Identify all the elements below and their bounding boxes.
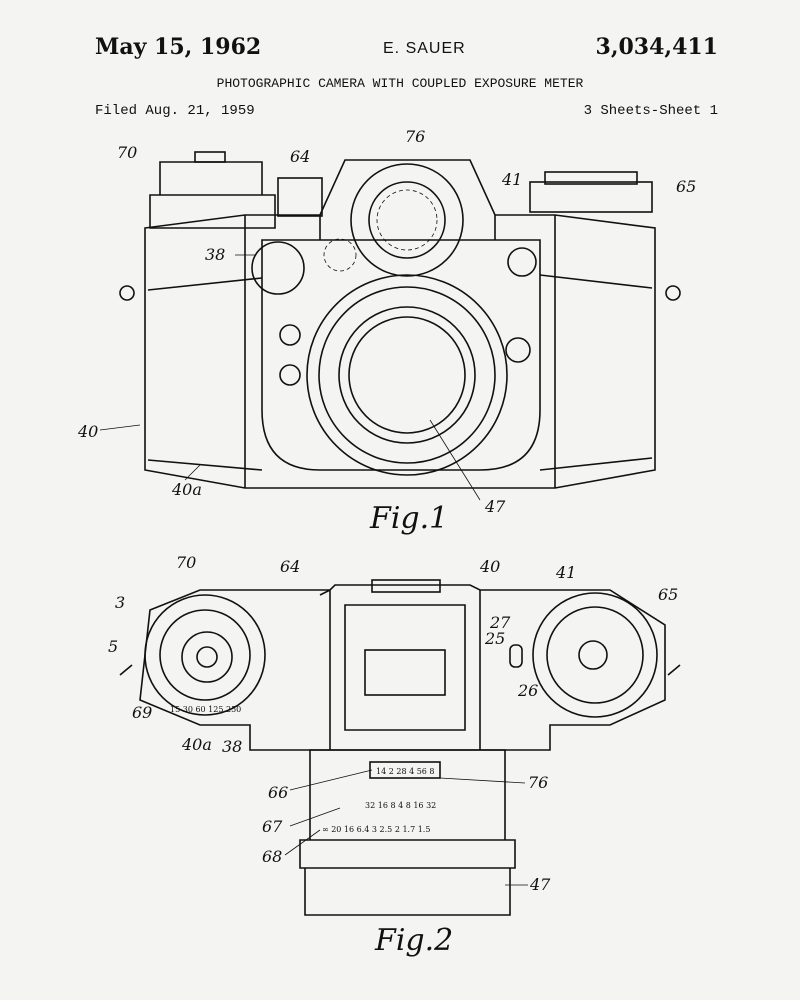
- fig2-label-64: 64: [280, 557, 300, 576]
- fig2-label-70: 70: [176, 553, 196, 572]
- inventor-name: E. SAUER: [383, 40, 466, 57]
- meter-scale: 14 2 28 4 56 8: [376, 767, 435, 776]
- fig2-label-3: 3: [115, 593, 125, 612]
- fig2-label-5: 5: [108, 637, 118, 656]
- fig2-label-76: 76: [528, 773, 548, 792]
- fig1-label-65: 65: [676, 177, 696, 196]
- fig2-label-26: 26: [517, 681, 538, 700]
- fig2-label-40: 40: [479, 557, 500, 576]
- fig1-label-70: 70: [117, 143, 137, 162]
- figure-1-front-view: 70 64 76 41 65 38 40 40a 47 Fig.1: [77, 127, 696, 536]
- fig2-label-68: 68: [262, 847, 282, 866]
- fig2-label-65: 65: [658, 585, 678, 604]
- patent-title: PHOTOGRAPHIC CAMERA WITH COUPLED EXPOSUR…: [216, 76, 584, 91]
- sheet-number: 3 Sheets-Sheet 1: [583, 103, 718, 119]
- fig1-label-38: 38: [205, 245, 225, 264]
- fig2-caption: Fig.2: [374, 923, 453, 958]
- filed-date: Filed Aug. 21, 1959: [95, 103, 255, 119]
- fig2-label-25: 25: [484, 629, 505, 648]
- fig1-label-64: 64: [290, 147, 310, 166]
- figure-2-top-view: 14 2 28 4 56 8 32 16 8 4 8 16 32 ∞ 20 16…: [108, 553, 681, 958]
- fig2-label-40a: 40a: [181, 735, 212, 754]
- fig2-label-69: 69: [132, 703, 152, 722]
- fig2-label-38: 38: [222, 737, 242, 756]
- patent-number: 3,034,411: [595, 34, 718, 60]
- fig1-caption: Fig.1: [369, 501, 448, 536]
- patent-date: May 15, 1962: [95, 34, 262, 60]
- fig2-label-66: 66: [268, 783, 288, 802]
- fig1-label-41: 41: [501, 170, 522, 189]
- distance-scale: 32 16 8 4 8 16 32: [365, 801, 436, 810]
- shutter-scale: 15 30 60 125 250: [170, 705, 241, 714]
- fig2-label-27: 27: [489, 613, 511, 632]
- fig1-label-76: 76: [405, 127, 425, 146]
- fig2-label-67: 67: [262, 817, 283, 836]
- fig1-label-47: 47: [484, 497, 506, 516]
- aperture-scale: ∞ 20 16 6.4 3 2.5 2 1.7 1.5: [322, 825, 430, 834]
- fig1-label-40: 40: [77, 422, 98, 441]
- fig1-label-40a: 40a: [171, 480, 202, 499]
- fig2-label-41: 41: [555, 563, 576, 582]
- fig2-label-47: 47: [529, 875, 551, 894]
